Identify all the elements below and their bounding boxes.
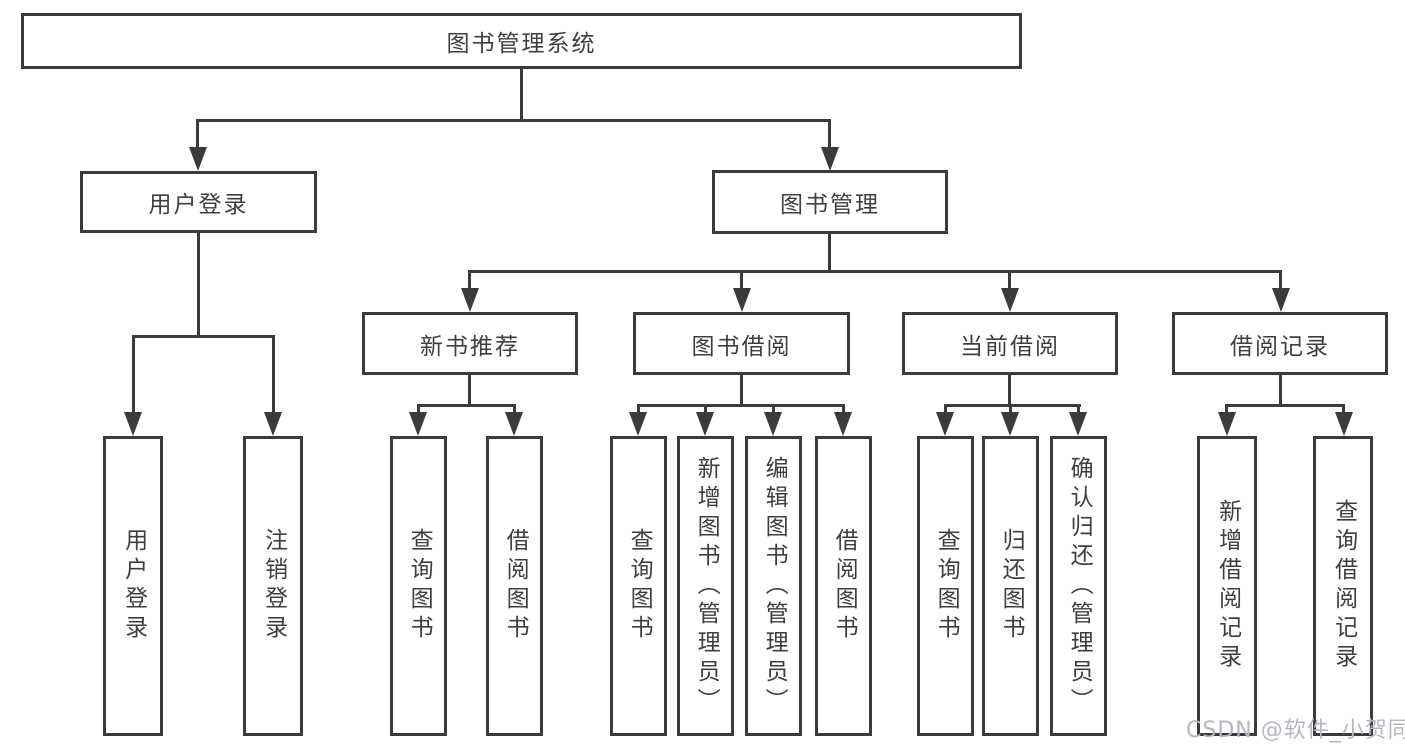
connector-root-stub [520,69,523,121]
connector-drop-cb-confirm [1077,404,1080,414]
connector-drop-book-management [828,119,831,149]
connector-user-login-stub [197,233,200,337]
connector-drop-br-query [1342,404,1345,414]
leaf-bb-edit-books-admin-label: 编辑图书（管理员） [761,455,788,717]
node-new-books: 新书推荐 [362,312,578,375]
arrow-to-current-borrowing [1001,288,1019,312]
arrow-to-nb-borrow [505,412,523,436]
node-current-borrowing: 当前借阅 [902,312,1118,375]
node-current-borrowing-label: 当前借阅 [960,333,1060,360]
leaf-logout-label: 注销登录 [260,528,287,644]
connector-drop-borrowing-records [1279,270,1282,290]
node-new-books-label: 新书推荐 [420,333,520,360]
leaf-bb-query-books-label: 查询图书 [626,528,653,644]
connector-drop-cb-query [944,404,947,414]
connector-borrowing-records-stub [1279,375,1282,406]
leaf-cb-return-books-label: 归还图书 [998,528,1025,644]
node-user-login: 用户登录 [80,171,317,233]
leaf-bb-borrow-books: 借阅图书 [815,436,872,736]
arrow-to-new-books [461,288,479,312]
connector-drop-cb-return [1009,404,1012,414]
connector-root-branch-line [196,119,831,122]
connector-drop-bb-query [637,404,640,414]
connector-book-borrowing-stub [740,375,743,406]
connector-book-management-stub [828,234,831,272]
node-user-login-label: 用户登录 [148,192,249,218]
connector-current-borrowing-stub [1008,375,1011,406]
node-borrowing-records: 借阅记录 [1172,312,1388,375]
connector-drop-bb-edit [772,404,775,414]
leaf-br-add-record: 新增借阅记录 [1197,436,1257,736]
node-root: 图书管理系统 [21,13,1022,69]
leaf-cb-query-books-label: 查询图书 [933,528,960,644]
node-book-borrowing: 图书借阅 [633,312,850,375]
node-book-management-label: 图书管理 [780,192,880,218]
connector-drop-current-borrowing [1008,270,1011,290]
leaf-nb-borrow-books-label: 借阅图书 [502,528,529,644]
leaf-bb-add-books-admin: 新增图书（管理员） [677,436,734,736]
leaf-user-login-label: 用户登录 [120,528,147,644]
arrow-to-bb-add [696,412,714,436]
arrow-to-cb-return [1001,412,1019,436]
leaf-cb-confirm-return-admin: 确认归还（管理员） [1050,436,1107,736]
connector-user-login-branch-line [132,335,275,338]
arrow-to-book-borrowing [733,288,751,312]
leaf-br-query-record: 查询借阅记录 [1313,436,1373,736]
node-root-label: 图书管理系统 [446,31,597,57]
arrow-to-book-management [821,147,839,171]
arrow-to-cb-confirm [1069,412,1087,436]
connector-drop-user-login [196,119,199,149]
arrow-to-bb-edit [764,412,782,436]
leaf-nb-borrow-books: 借阅图书 [486,436,543,736]
leaf-br-add-record-label: 新增借阅记录 [1214,499,1241,673]
connector-book-borrowing-branch-line [637,404,845,407]
connector-current-borrowing-branch-line [944,404,1081,407]
leaf-bb-edit-books-admin: 编辑图书（管理员） [745,436,802,736]
node-book-management: 图书管理 [712,170,948,234]
arrow-to-cb-query [936,412,954,436]
arrow-to-borrowing-records [1272,288,1290,312]
arrow-to-bb-borrow [834,412,852,436]
arrow-to-nb-query [409,412,427,436]
leaf-cb-confirm-return-admin-label: 确认归还（管理员） [1066,455,1093,717]
node-book-borrowing-label: 图书借阅 [691,333,792,360]
node-borrowing-records-label: 借阅记录 [1230,333,1330,360]
connector-new-books-stub [468,375,471,406]
leaf-cb-return-books: 归还图书 [982,436,1039,736]
arrow-to-br-query [1335,412,1353,436]
leaf-cb-query-books: 查询图书 [917,436,974,736]
leaf-bb-query-books: 查询图书 [610,436,667,736]
connector-book-management-branch-line [468,270,1282,273]
connector-new-books-branch-line [417,404,516,407]
leaf-nb-query-books: 查询图书 [390,436,447,736]
arrow-to-br-add [1218,412,1236,436]
leaf-br-query-record-label: 查询借阅记录 [1330,499,1357,673]
connector-drop-login [132,335,135,414]
connector-drop-logout [272,335,275,414]
arrow-to-user-login [189,147,207,171]
connector-drop-new-books [468,270,471,290]
connector-drop-nb-query [417,404,420,414]
leaf-bb-add-books-admin-label: 新增图书（管理员） [693,455,720,717]
leaf-user-login: 用户登录 [103,436,163,736]
arrow-to-bb-query [629,412,647,436]
leaf-bb-borrow-books-label: 借阅图书 [831,528,858,644]
connector-drop-nb-borrow [513,404,516,414]
arrow-to-login [124,412,142,436]
leaf-logout: 注销登录 [243,436,303,736]
connector-drop-bb-borrow [842,404,845,414]
csdn-watermark: CSDN @软件_小贺同学 [1186,718,1405,743]
leaf-nb-query-books-label: 查询图书 [406,528,433,644]
arrow-to-logout [264,412,282,436]
connector-drop-bb-add [704,404,707,414]
connector-drop-br-add [1225,404,1228,414]
connector-drop-book-borrowing [740,270,743,290]
connector-borrowing-records-branch-line [1225,404,1345,407]
